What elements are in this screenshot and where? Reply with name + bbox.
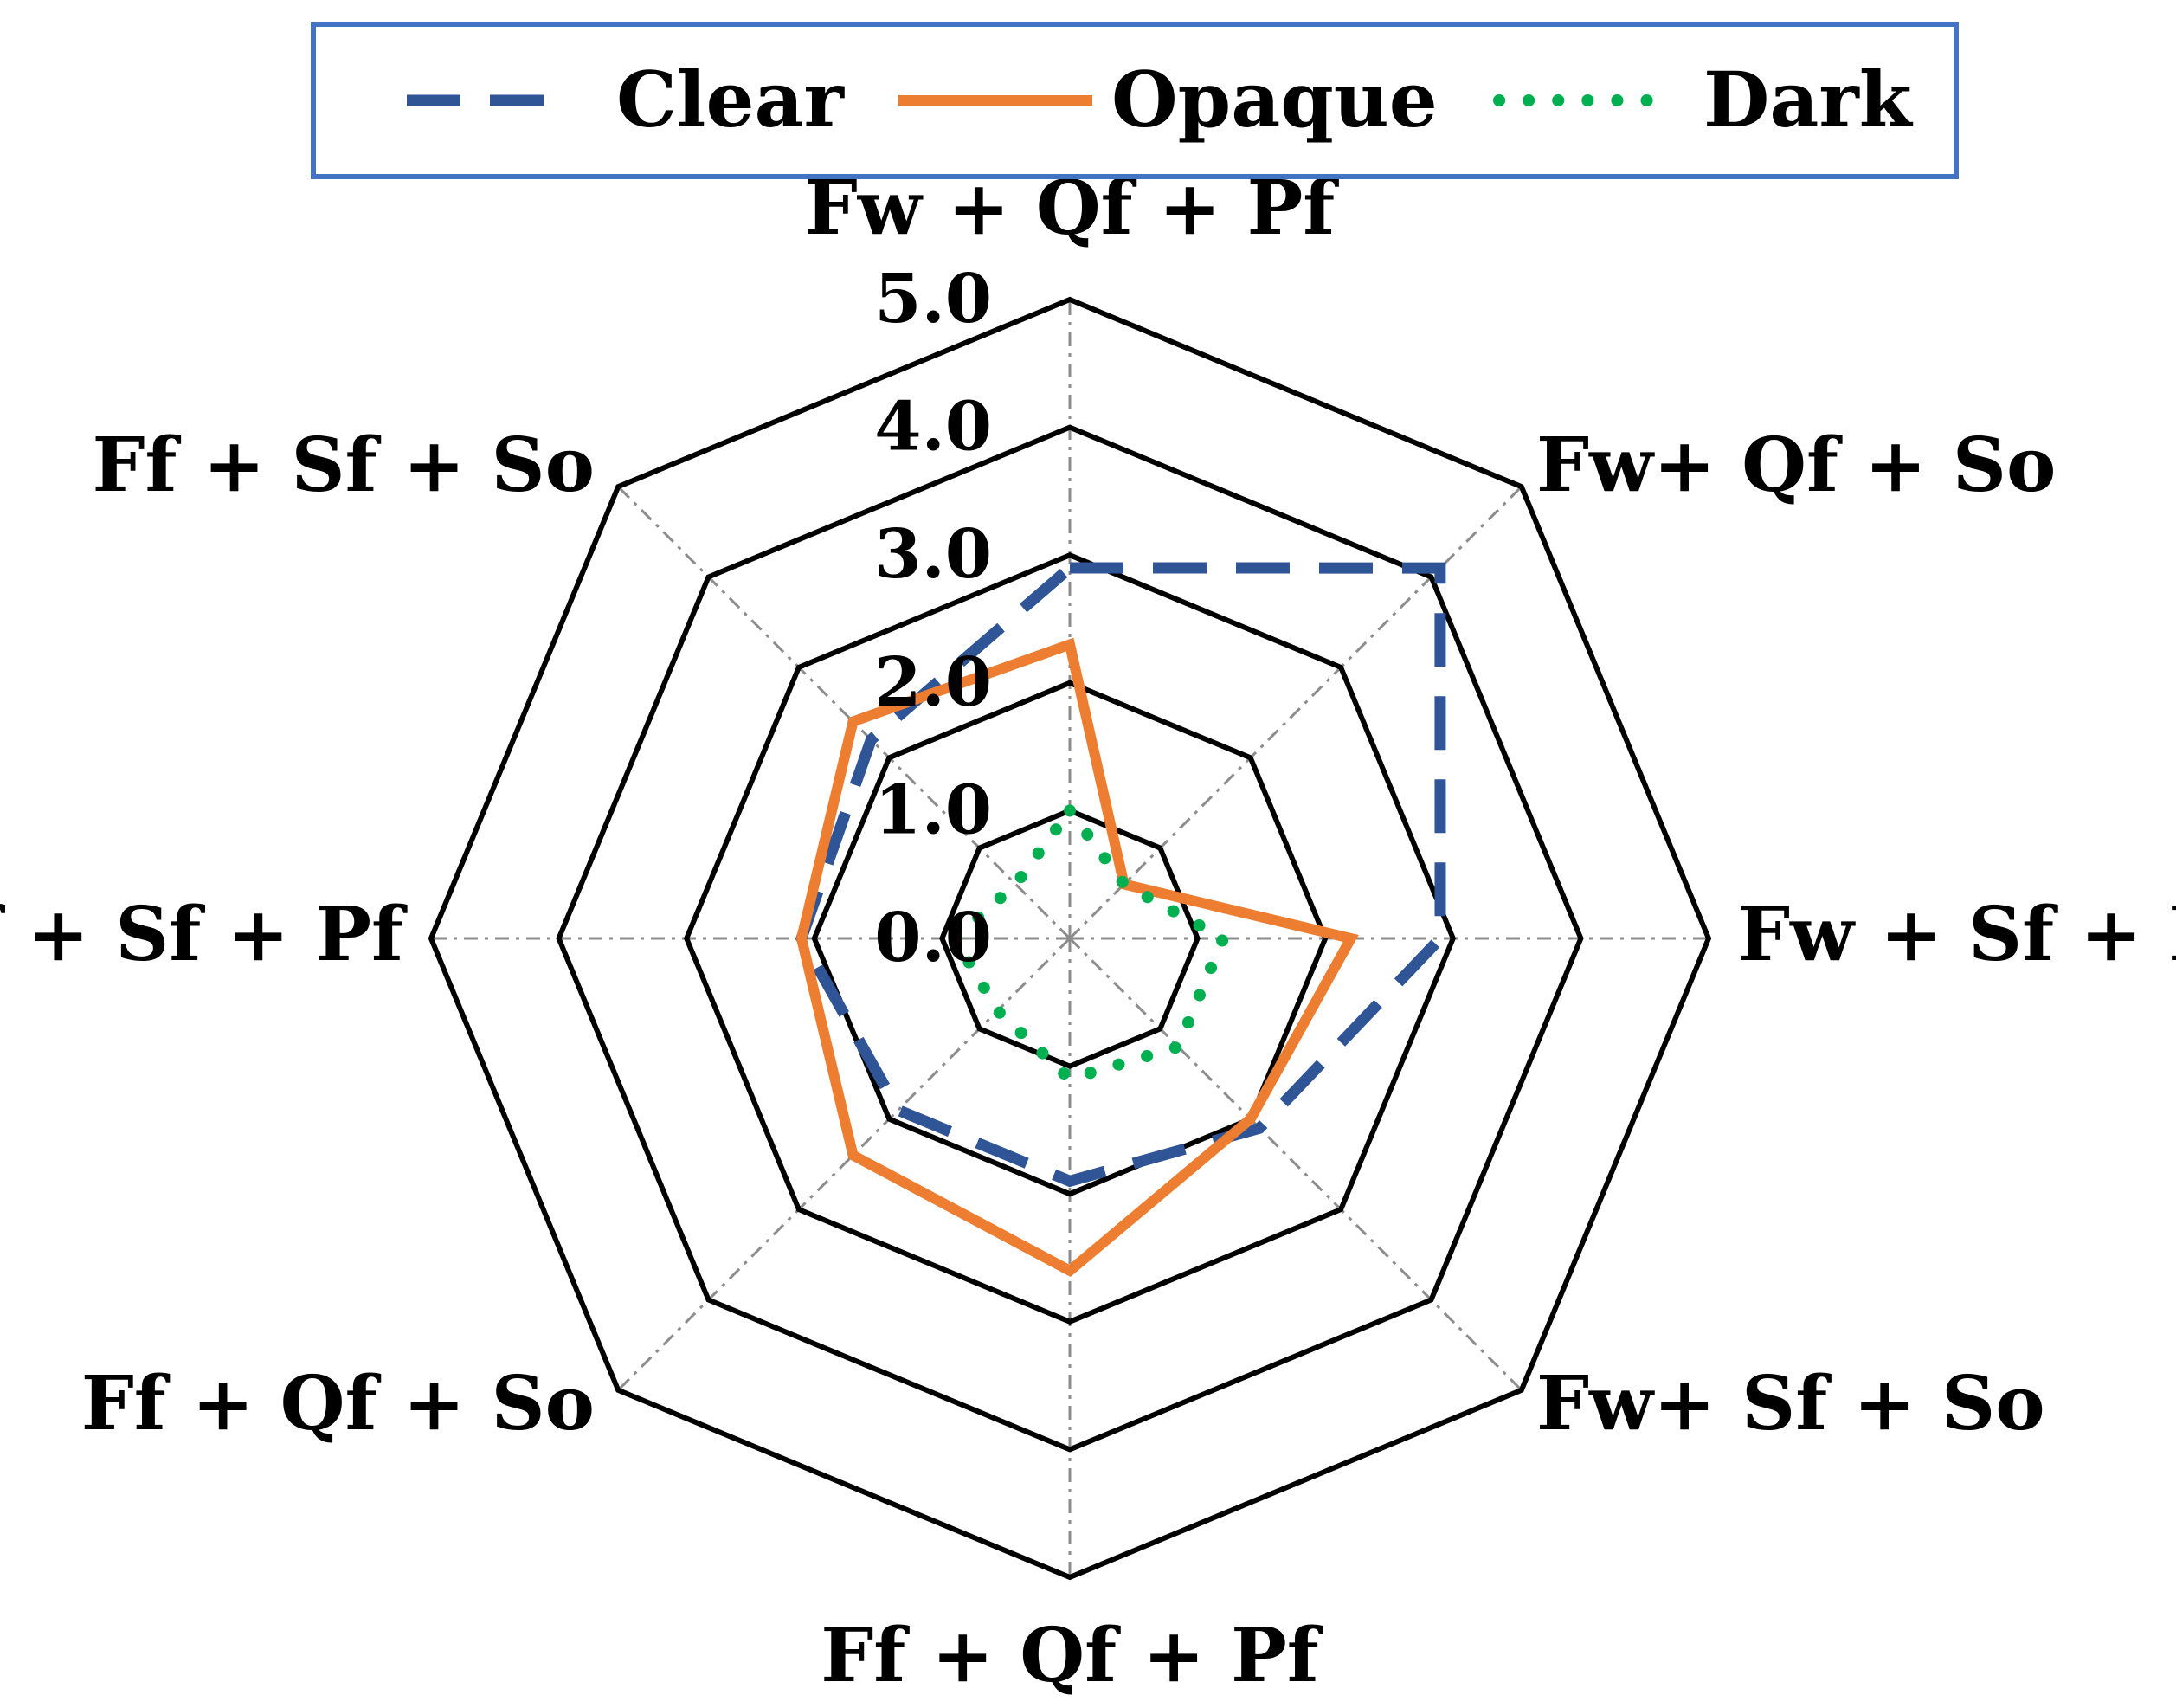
series-line-clear: [795, 562, 1446, 1188]
axis-label-2: Fw + Sf + Pf: [1737, 891, 2176, 978]
axis-labels: Fw + Qf + Pf Fw+ Qf + So Fw + Sf + Pf Fw…: [0, 164, 2176, 1699]
tick-label-2: 2.0: [874, 643, 992, 722]
legend-label-dark: Dark: [1703, 55, 1914, 145]
tick-label-4: 4.0: [874, 388, 992, 467]
axis-label-6: Ff + Sf + Pf: [0, 891, 408, 978]
series-line-dark: [947, 800, 1231, 1086]
legend-label-opaque: Opaque: [1111, 55, 1438, 145]
legend-box: [311, 22, 1959, 179]
grid-ring-3: [683, 551, 1457, 1325]
grid-ring-4: [556, 424, 1584, 1453]
tick-label-3: 3.0: [874, 515, 992, 594]
axis-label-7: Ff + Sf + So: [93, 422, 596, 509]
tick-label-1: 1.0: [874, 770, 992, 849]
spoke-1: [1068, 486, 1523, 940]
radar-grid: [428, 296, 1712, 1581]
axis-label-5: Ff + Qf + So: [81, 1360, 595, 1447]
spoke-7: [617, 486, 1072, 940]
grid-ring-5: [428, 296, 1712, 1581]
axis-label-3: Fw+ Sf + So: [1536, 1360, 2045, 1447]
radial-tick-labels: 0.0 1.0 2.0 3.0 4.0 5.0: [874, 260, 992, 977]
axis-label-4: Ff + Qf + Pf: [821, 1612, 1323, 1699]
series-line-opaque: [795, 637, 1359, 1277]
legend-label-clear: Clear: [616, 55, 845, 145]
legend: Clear Opaque Dark: [311, 22, 1959, 179]
spoke-3: [1068, 937, 1523, 1391]
axis-label-1: Fw+ Qf + So: [1536, 422, 2056, 509]
radar-series: [795, 562, 1446, 1277]
grid-ring-1: [939, 808, 1201, 1069]
grid-ring-2: [811, 680, 1329, 1197]
tick-label-5: 5.0: [874, 260, 992, 338]
tick-label-0: 0.0: [874, 899, 992, 977]
